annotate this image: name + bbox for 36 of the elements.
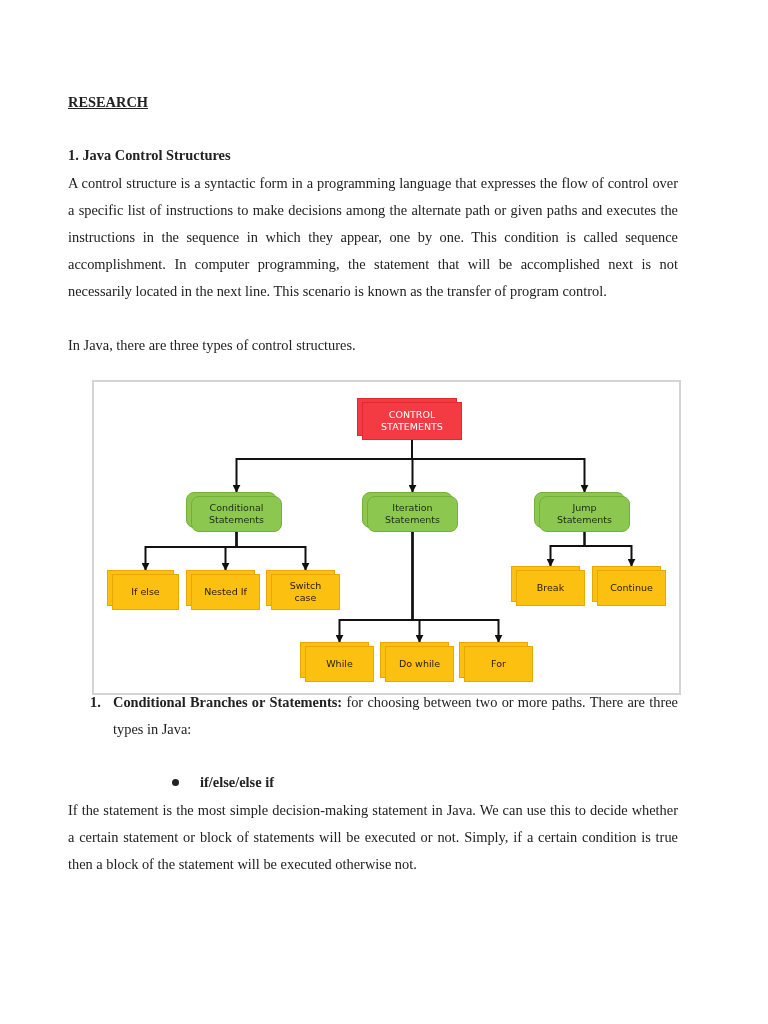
item-box: [186, 570, 260, 610]
item-box: [592, 566, 666, 606]
bullet-item-text: if/else/else if: [200, 773, 275, 792]
node-label: Switch case: [288, 579, 323, 605]
arrow: [411, 439, 589, 493]
item-box: [300, 642, 374, 682]
node-label: While: [325, 657, 354, 671]
paragraph: A control structure is a syntactic form in a programming language that expresses the flow of control over a specific list of instructions to make decisions among the alternate path or given paths and executes the instructions in the sequence in which they appear, one by one. This condition is called sequence accomplishment. In computer programming, the statement that will be accomplished next is not necessarily located in the next line. This scenario is known as the transfer of program control.: [68, 174, 678, 301]
item-box: [459, 642, 533, 682]
node-label: If else: [130, 585, 161, 599]
section-heading: 1. Java Control Structures: [68, 146, 232, 165]
root-box: [357, 398, 462, 440]
item-box: [107, 570, 179, 610]
item-box: [511, 566, 585, 606]
node-label: Do while: [397, 657, 442, 671]
category-box: [534, 492, 630, 532]
node-label: For: [490, 657, 507, 671]
item-box: [266, 570, 340, 610]
node-label: Iteration Statements: [384, 501, 441, 527]
arrow: [411, 531, 503, 643]
list-item-text: Conditional Branches or Statements: for choosing between two or more paths. There are three types in Java:: [113, 693, 678, 739]
node-label: Conditional Statements: [208, 501, 265, 527]
arrow: [583, 531, 636, 567]
category-box: [362, 492, 458, 532]
node-label: CONTROL STATEMENTS: [380, 408, 444, 434]
node-label: Nested If: [203, 585, 248, 599]
item-box: [380, 642, 454, 682]
arrow: [235, 531, 310, 571]
paragraph: In Java, there are three types of control structures.: [68, 336, 357, 355]
paragraph: If the statement is the most simple decision-making statement in Java. We can use this to decide whether a certain statement or block of statements will be executed or not. Simply, if a certain condition is true then a block of the statement will be executed otherwise not.: [68, 801, 678, 874]
node-label: Continue: [609, 581, 654, 595]
node-label: Break: [535, 581, 566, 595]
category-box: [186, 492, 282, 532]
node-label: Jump Statements: [556, 501, 613, 527]
page-title: RESEARCH: [68, 93, 148, 112]
list-number: 1.: [90, 693, 102, 712]
